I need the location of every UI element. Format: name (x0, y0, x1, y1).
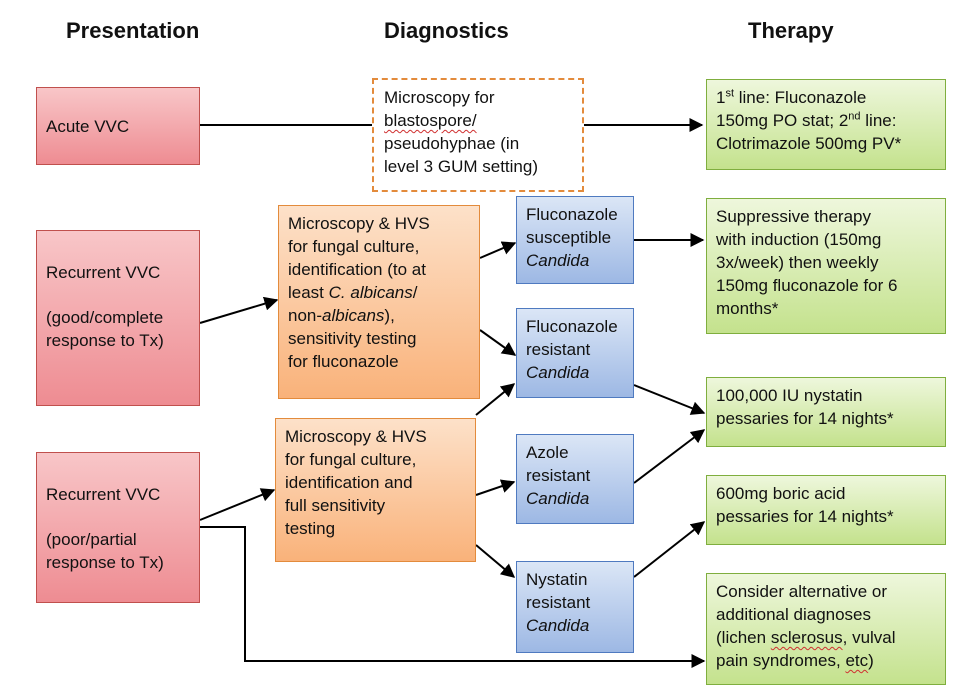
alternative-4c: ) (868, 651, 874, 670)
arrow-hvs2-to-azole (475, 479, 516, 496)
first-line-line-3: Clotrimazole 500mg PV* (716, 134, 902, 153)
box-suppressive-therapy: Suppressive therapy with induction (150m… (706, 198, 946, 334)
hvs2-line-2: for fungal culture, (285, 450, 417, 469)
hvs1-line-4: least C. albicans/ (288, 281, 470, 304)
hvs1-line-5c: ), (384, 306, 395, 325)
azole-line-2: resistant (526, 466, 591, 485)
box-acute-vvc: Acute VVC (36, 87, 200, 165)
recurrent-good-sub-1: (good/complete (46, 308, 164, 327)
recurrent-good-sub-2: response to Tx) (46, 331, 164, 350)
flu-susceptible-line-2: susceptible (526, 228, 612, 247)
boric-line-1: 600mg boric acid (716, 484, 846, 503)
first-line-2b: line: (860, 111, 897, 130)
box-fluconazole-resistant: Fluconazole resistant Candida (516, 308, 634, 398)
first-line-line-1: 1st line: Fluconazole (716, 86, 936, 109)
recurrent-poor-sub-2: response to Tx) (46, 553, 164, 572)
first-line-line-2: 150mg PO stat; 2nd line: (716, 109, 936, 132)
alternative-3b: sclerosus (770, 628, 843, 647)
box-microscopy-blastospore: Microscopy for blastospore/ pseudohyphae… (372, 78, 584, 192)
first-line-2a: 150mg PO stat; 2 (716, 111, 849, 130)
box-nystatin-resistant: Nystatin resistant Candida (516, 561, 634, 653)
microscopy-line-4: level 3 GUM setting) (384, 157, 538, 176)
microscopy-line-2: blastospore/ (384, 111, 477, 130)
arrow-azole-to-nystatin (633, 429, 706, 484)
nystatin-resistant-line-1: Nystatin (526, 570, 588, 589)
alternative-4a: pain syndromes, (716, 651, 846, 670)
header-diagnostics: Diagnostics (384, 18, 509, 43)
first-line-1-sup: st (725, 87, 735, 100)
box-first-line-therapy: 1st line: Fluconazole 150mg PO stat; 2nd… (706, 79, 946, 170)
box-microscopy-hvs-fluconazole: Microscopy & HVS for fungal culture, ide… (278, 205, 480, 399)
hvs1-line-5a: non- (288, 306, 323, 325)
hvs1-line-4b: C. albicans (328, 283, 413, 302)
hvs1-line-1: Microscopy & HVS (288, 214, 430, 233)
nystatin-resistant-line-3: Candida (526, 616, 590, 635)
hvs1-line-5: non-albicans), (288, 304, 470, 327)
azole-line-3: Candida (526, 489, 590, 508)
hvs2-line-3: identification and (285, 473, 413, 492)
hvs2-line-4: full sensitivity (285, 496, 386, 515)
arrow-recurrent-poor-to-hvs2 (199, 488, 276, 521)
alternative-line-3: (lichen sclerosus, vulval (716, 626, 936, 649)
box-azole-resistant: Azole resistant Candida (516, 434, 634, 524)
suppressive-line-2: with induction (150mg (716, 230, 882, 249)
nystatin-resistant-line-2: resistant (526, 593, 591, 612)
azole-line-1: Azole (526, 443, 569, 462)
flu-resistant-line-3: Candida (526, 363, 590, 382)
suppressive-line-3: 3x/week) then weekly (716, 253, 879, 272)
box-recurrent-vvc-poor: Recurrent VVC (poor/partial response to … (36, 452, 200, 603)
first-line-2-sup: nd (848, 110, 861, 123)
arrow-hvs1-to-flu-susceptible (479, 241, 517, 259)
arrow-recurrent-poor-to-alternative (200, 526, 706, 668)
alternative-line-1: Consider alternative or (716, 582, 888, 601)
suppressive-line-4: 150mg fluconazole for 6 (716, 276, 898, 295)
arrow-nystatin-resistant-to-boric (633, 521, 706, 578)
arrow-recurrent-good-to-hvs1 (199, 296, 279, 324)
microscopy-line-3: pseudohyphae (in (384, 134, 520, 153)
alternative-line-2: additional diagnoses (716, 605, 872, 624)
hvs2-line-1: Microscopy & HVS (285, 427, 427, 446)
recurrent-poor-title: Recurrent VVC (46, 485, 161, 504)
microscopy-line-1: Microscopy for (384, 88, 495, 107)
hvs1-line-4c: / (412, 283, 418, 302)
arrow-hvs2-to-nystatin-resistant (475, 544, 516, 578)
hvs1-line-3: identification (to at (288, 260, 426, 279)
hvs1-line-7: for fluconazole (288, 352, 399, 371)
flu-susceptible-line-1: Fluconazole (526, 205, 618, 224)
alternative-line-4: pain syndromes, etc) (716, 649, 936, 672)
recurrent-poor-sub-1: (poor/partial (46, 530, 137, 549)
acute-vvc-label: Acute VVC (46, 116, 130, 136)
hvs1-line-2: for fungal culture, (288, 237, 420, 256)
arrow-hvs1-to-flu-resistant (479, 329, 517, 356)
recurrent-good-title: Recurrent VVC (46, 263, 161, 282)
alternative-4b: etc (845, 651, 869, 670)
box-fluconazole-susceptible: Fluconazole susceptible Candida (516, 196, 634, 284)
alternative-3c: , vulval (842, 628, 896, 647)
box-alternative-diagnoses: Consider alternative or additional diagn… (706, 573, 946, 685)
suppressive-line-1: Suppressive therapy (716, 207, 871, 226)
box-boric-acid-therapy: 600mg boric acid pessaries for 14 nights… (706, 475, 946, 545)
alternative-3a: (lichen (716, 628, 771, 647)
flu-resistant-line-2: resistant (526, 340, 591, 359)
first-line-1b: line: Fluconazole (734, 88, 867, 107)
hvs2-line-5: testing (285, 519, 336, 538)
flu-resistant-line-1: Fluconazole (526, 317, 618, 336)
box-nystatin-therapy: 100,000 IU nystatin pessaries for 14 nig… (706, 377, 946, 447)
first-line-1a: 1 (716, 88, 726, 107)
hvs1-line-4a: least (288, 283, 329, 302)
header-presentation: Presentation (66, 18, 200, 43)
box-microscopy-hvs-full: Microscopy & HVS for fungal culture, ide… (275, 418, 476, 562)
box-recurrent-vvc-good: Recurrent VVC (good/complete response to… (36, 230, 200, 406)
nystatin-line-1: 100,000 IU nystatin (716, 386, 863, 405)
hvs1-line-6: sensitivity testing (288, 329, 417, 348)
header-therapy: Therapy (748, 18, 834, 43)
nystatin-line-2: pessaries for 14 nights* (716, 409, 894, 428)
hvs1-line-5b: albicans (322, 306, 385, 325)
boric-line-2: pessaries for 14 nights* (716, 507, 894, 526)
suppressive-line-5: months* (716, 299, 779, 318)
flu-susceptible-line-3: Candida (526, 251, 590, 270)
arrow-hvs2-to-flu-resistant (475, 383, 516, 416)
arrow-flu-resistant-to-nystatin (633, 384, 706, 415)
